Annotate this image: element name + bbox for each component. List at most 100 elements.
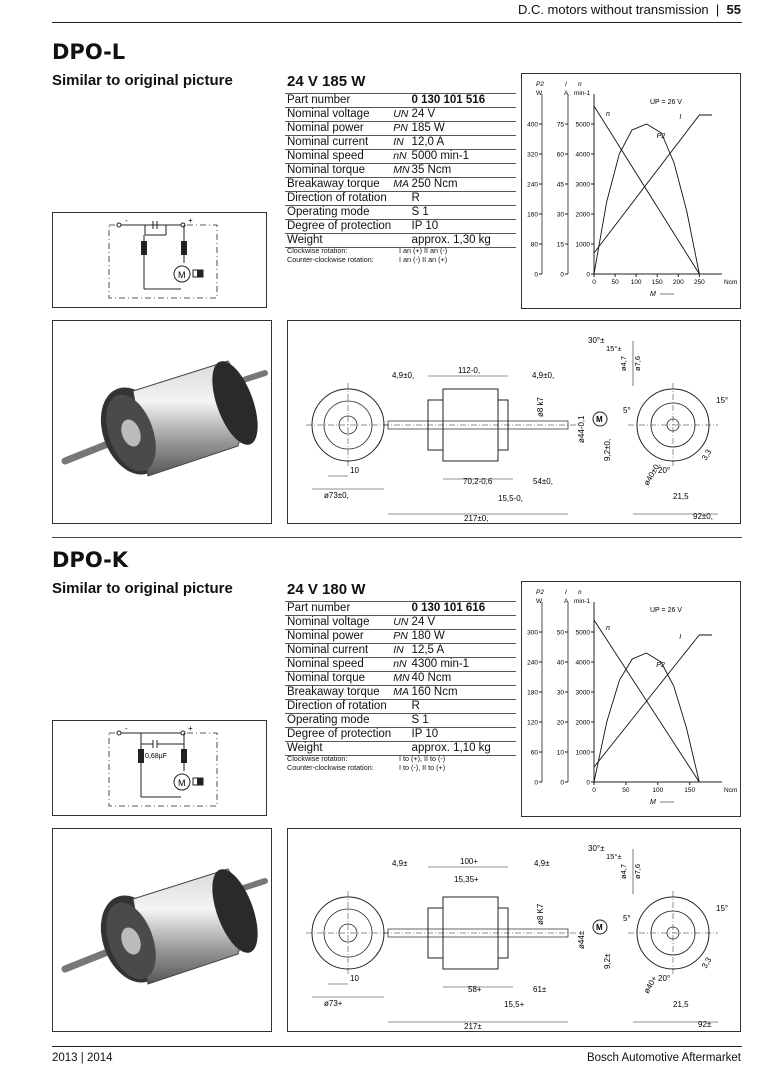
spec-value: 185 W (409, 121, 516, 136)
rotation-ccw-value: I an (-) II an (+) (399, 255, 448, 264)
series-line-i (593, 114, 712, 254)
spec-label: Breakaway torque (285, 685, 392, 700)
side-dim-mount1: 58+ (468, 985, 482, 994)
power-axis-unit: W (536, 90, 543, 97)
series-line-n (593, 105, 700, 275)
spec-row: Part number 0 130 101 616 (285, 601, 516, 616)
spec-symbol: nN (391, 657, 410, 672)
x-tick-label: 250 (694, 279, 705, 286)
product-title-dpo-l: DPO-L (52, 40, 126, 64)
spec-value: 0 130 101 616 (409, 601, 516, 616)
spec-symbol (391, 205, 410, 220)
current-tick-label: 30 (557, 212, 565, 219)
current-tick-label: 40 (557, 660, 565, 667)
spec-label: Breakaway torque (285, 177, 392, 192)
series-label-n: n (606, 625, 610, 632)
spec-label: Degree of protection (285, 219, 392, 234)
end-dim-21: 21,5 (673, 1000, 689, 1009)
current-tick-label: 10 (557, 750, 565, 757)
end-dim-92: 92±0, (693, 512, 713, 521)
rotation-cw-label: Clockwise rotation: (287, 754, 348, 763)
spec-value: S 1 (409, 205, 516, 220)
series-label-p2: P2 (657, 133, 666, 140)
side-dim-bearing: ø44-0,1 (577, 415, 586, 443)
current-tick-label: 0 (560, 272, 564, 279)
x-tick-label: 150 (652, 279, 663, 286)
current-axis-unit: A (564, 90, 569, 97)
side-dim-bearing: ø44± (577, 930, 586, 949)
side-dim-right-shaft: 4,9±0, (532, 371, 554, 380)
spec-value: 180 W (409, 629, 516, 644)
spec-value: 4300 min-1 (409, 657, 516, 672)
end-dim-angle1: 30°± (588, 844, 605, 853)
spec-label: Nominal power (285, 121, 392, 136)
product-subtitle: Similar to original picture (52, 580, 233, 597)
spec-value: IP 10 (409, 727, 516, 742)
power-tick-label: 0 (534, 272, 538, 279)
side-dim-mount1: 70,2-0,6 (463, 477, 493, 486)
running-header: D.C. motors without transmission | 55 (518, 2, 741, 17)
rotation-notes: Clockwise rotation:I to (+), II to (-) C… (287, 754, 445, 772)
product-photo-frame (52, 828, 272, 1032)
side-dim-shaft: ø8 K7 (536, 903, 545, 925)
end-dim-angle3: 5° (623, 914, 631, 923)
x-tick-label: 100 (652, 787, 663, 794)
power-axis-label: P2 (536, 81, 544, 88)
side-dim-right-shaft: 4,9± (534, 859, 550, 868)
spec-symbol: UN (391, 615, 410, 630)
x-tick-label: 100 (631, 279, 642, 286)
spec-label: Nominal voltage (285, 615, 392, 630)
spec-label: Part number (285, 601, 392, 616)
spec-label: Operating mode (285, 205, 392, 220)
spec-label: Degree of protection (285, 727, 392, 742)
spec-value: 5000 min-1 (409, 149, 516, 164)
side-dim-overall: 217±0, (464, 514, 488, 523)
spec-symbol (391, 699, 410, 714)
x-tick-label: 200 (673, 279, 684, 286)
speed-tick-label: 2000 (576, 720, 591, 727)
power-tick-label: 320 (527, 152, 538, 159)
footer-year: 2013 | 2014 (52, 1052, 113, 1064)
speed-tick-label: 5000 (576, 122, 591, 129)
current-axis-label: I (565, 589, 567, 596)
spec-value: 160 Ncm (409, 685, 516, 700)
x-axis-label: M (650, 799, 656, 806)
voltage-annotation: UP = 26 V (650, 99, 682, 106)
front-dim-dia: ø73+ (324, 999, 343, 1008)
end-dim-angle5: 20° (658, 466, 670, 475)
spec-symbol: nN (391, 149, 410, 164)
spec-row: Degree of protection IP 10 (285, 727, 516, 742)
end-dim-d2: ø7,6 (633, 864, 642, 879)
x-tick-label: 0 (592, 787, 596, 794)
page-number: 55 (726, 2, 741, 17)
series-label-i: I (679, 634, 681, 641)
end-dim-3-3: 3,3 (700, 447, 714, 462)
side-dim-mid: 15,5-0, (498, 494, 523, 503)
end-dim-d2: ø7,6 (633, 356, 642, 371)
speed-tick-label: 4000 (576, 660, 591, 667)
series-line-p2 (593, 652, 700, 783)
side-dim-body: 112-0, (458, 366, 480, 375)
side-dim-body: 100+ (460, 857, 478, 866)
rotation-ccw: Counter-clockwise rotation:I an (-) II a… (287, 255, 447, 264)
current-axis-unit: A (564, 598, 569, 605)
spec-symbol: MA (391, 685, 410, 700)
power-tick-label: 180 (527, 690, 538, 697)
spec-symbol: UN (391, 107, 410, 122)
spec-label: Part number (285, 93, 392, 108)
spec-label: Nominal speed (285, 657, 392, 672)
power-tick-label: 120 (527, 720, 538, 727)
spec-symbol (391, 741, 410, 756)
rotation-cw: Clockwise rotation:I an (+) II an (-) (287, 246, 447, 255)
speed-tick-label: 5000 (576, 630, 591, 637)
end-dim-9-2: 9,2± (603, 953, 612, 969)
